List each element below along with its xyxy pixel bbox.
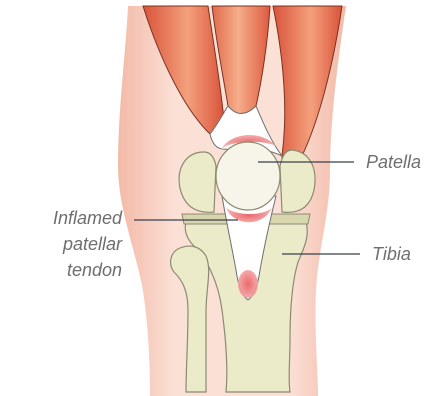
inflamed-label-line3: tendon (67, 260, 122, 280)
inflamed-label-line2: patellar (62, 234, 123, 254)
inflammation-bottom (238, 270, 258, 298)
patella-bone (216, 142, 280, 210)
tibia-label: Tibia (372, 244, 411, 264)
inflamed-label-line1: Inflamed (53, 208, 123, 228)
patella-label: Patella (366, 152, 421, 172)
